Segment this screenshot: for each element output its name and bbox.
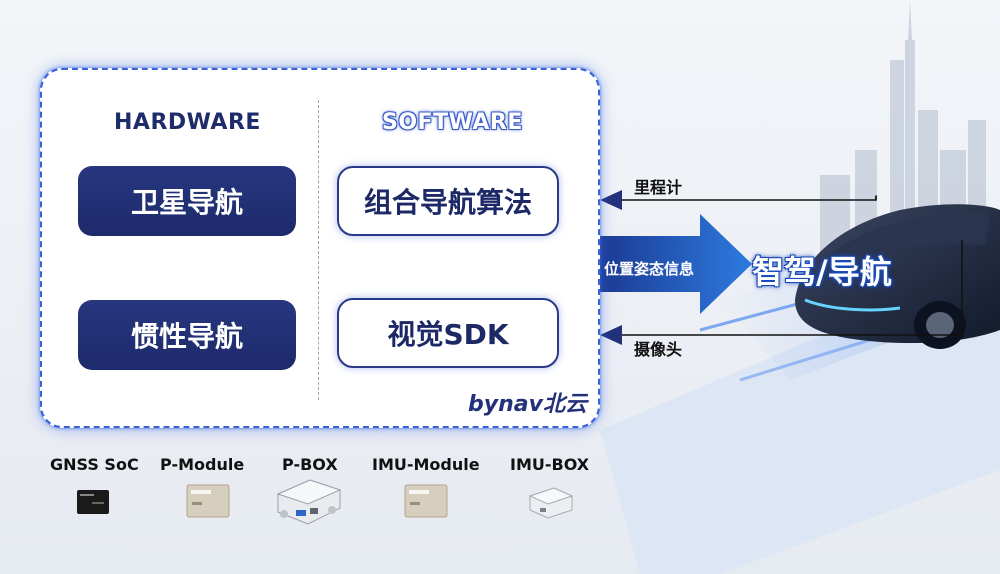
panel-divider [318,100,319,400]
product-label-imu-box: IMU-BOX [510,455,590,474]
inertial-navigation-block: 惯性导航 [78,300,296,370]
pose-info-arrow [600,214,752,314]
p-box-image [276,479,342,525]
bynav-logo: bynav北云 [468,392,587,417]
odometer-label: 里程计 [634,178,683,197]
imu-module-image [404,484,448,518]
satellite-navigation-block: 卫星导航 [78,166,296,236]
product-label-p-box: P-BOX [282,455,338,474]
product-label-gnss-soc: GNSS SoC [50,455,139,474]
hardware-header: HARDWARE [114,110,261,135]
pose-info-label: 位置姿态信息 [604,260,695,278]
software-header: SOFTWARE [382,110,523,135]
autonomous-driving-navigation-label: 智驾/导航 [752,253,892,291]
p-module-image [186,484,230,518]
camera-arrowhead [600,325,622,345]
product-label-p-module: P-Module [160,455,245,474]
gnss-soc-chip-image [77,490,109,514]
integrated-navigation-algorithm-block: 组合导航算法 [337,166,559,236]
car-illustration [795,204,1000,349]
imu-box-image [528,487,574,519]
product-label-imu-module: IMU-Module [372,455,480,474]
visual-sdk-block: 视觉SDK [337,298,559,368]
camera-line [620,240,963,336]
odometer-arrowhead [600,190,622,210]
camera-label: 摄像头 [634,340,683,359]
